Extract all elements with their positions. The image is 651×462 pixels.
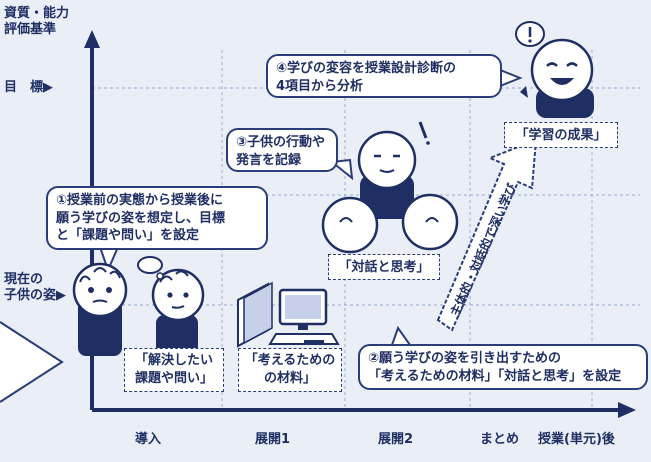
y-axis-title: 資質・能力 評価基準 xyxy=(4,6,69,39)
callout-materials-line2: 「考えるための材料」「対話と思考」を設定 xyxy=(368,368,622,384)
children-dialogue xyxy=(321,121,459,254)
callout-plan-line3: と「課題や問い」を設定 xyxy=(56,228,200,244)
box-materials-line2: の材料」 xyxy=(263,370,316,386)
child-thinking-body xyxy=(156,315,198,355)
y-label-current: 現在の 子供の姿▶ xyxy=(4,272,66,305)
callout-plan-line2: 願う学びの姿を想定し、目標 xyxy=(56,210,226,226)
callout-record: ③子供の行動や 発言を記録 xyxy=(226,128,338,172)
box-problem-line1: 「解決したい xyxy=(134,353,213,368)
y-axis-title-line1: 資質・能力 xyxy=(4,6,70,21)
x-label-summary: まとめ xyxy=(480,432,520,447)
callout-analyze: ④学びの変容を授業設計診断の 4項目から分析 xyxy=(266,54,502,98)
box-materials-line1: 「考えるための xyxy=(244,353,336,368)
x-axis-title: 授業(単元)後 xyxy=(538,432,615,447)
x-label-dev1: 展開1 xyxy=(255,432,291,447)
box-dialogue: 「対話と思考」 xyxy=(328,254,440,280)
child-current xyxy=(72,262,128,356)
child-standing-head xyxy=(357,130,417,190)
callout-record-line2: 発言を記録 xyxy=(236,152,302,168)
child-right-head xyxy=(401,193,459,251)
y-axis-title-line2: 評価基準 xyxy=(4,22,57,38)
child-left-head xyxy=(321,196,379,254)
callout-record-line1: ③子供の行動や xyxy=(236,135,326,150)
computer-icon xyxy=(268,288,340,345)
callout2-tail xyxy=(390,325,412,346)
growth-arrow-shape xyxy=(436,138,538,332)
y-axis-arrowhead xyxy=(84,30,100,48)
y-label-current-line2: 子供の姿▶ xyxy=(4,288,66,304)
book-icon xyxy=(237,281,273,348)
callout-analyze-line2: 4項目から分析 xyxy=(276,78,364,94)
callout-plan-line1: ①授業前の実態から授業後に xyxy=(56,193,224,208)
child-thinking-head xyxy=(151,268,205,322)
child-thinking xyxy=(137,256,205,355)
box-materials: 「考えるための の材料」 xyxy=(238,348,342,392)
box-problem: 「解決したい 課題や問い」 xyxy=(124,348,224,392)
box-outcome: 「学習の成果」 xyxy=(504,122,618,148)
growth-arrow xyxy=(436,138,538,332)
child-standing-body xyxy=(360,175,414,219)
y-label-target: 目 標▶ xyxy=(4,80,53,95)
x-label-intro: 導入 xyxy=(135,432,162,447)
box-problem-line2: 課題や問い」 xyxy=(134,370,213,386)
callout-analyze-line1: ④学びの変容を授業設計診断の xyxy=(276,61,457,76)
left-chevron xyxy=(0,321,64,403)
child-achieved-head xyxy=(530,38,594,102)
child-achieved xyxy=(515,21,594,118)
thought-bubble xyxy=(137,256,163,274)
callout-materials: ②願う学びの姿を引き出すための 「考えるための材料」「対話と思考」を設定 xyxy=(358,344,648,390)
y-label-current-line1: 現在の xyxy=(4,272,44,287)
x-axis-arrowhead xyxy=(618,402,636,418)
exclamation-mark xyxy=(418,121,428,139)
callout-plan: ①授業前の実態から授業後に 願う学びの姿を想定し、目標 と「課題や問い」を設定 xyxy=(46,186,268,250)
callout4-tail xyxy=(499,68,523,88)
callout-materials-line1: ②願う学びの姿を引き出すための xyxy=(368,351,562,366)
x-label-dev2: 展開2 xyxy=(378,432,414,447)
child-current-head xyxy=(72,262,128,318)
